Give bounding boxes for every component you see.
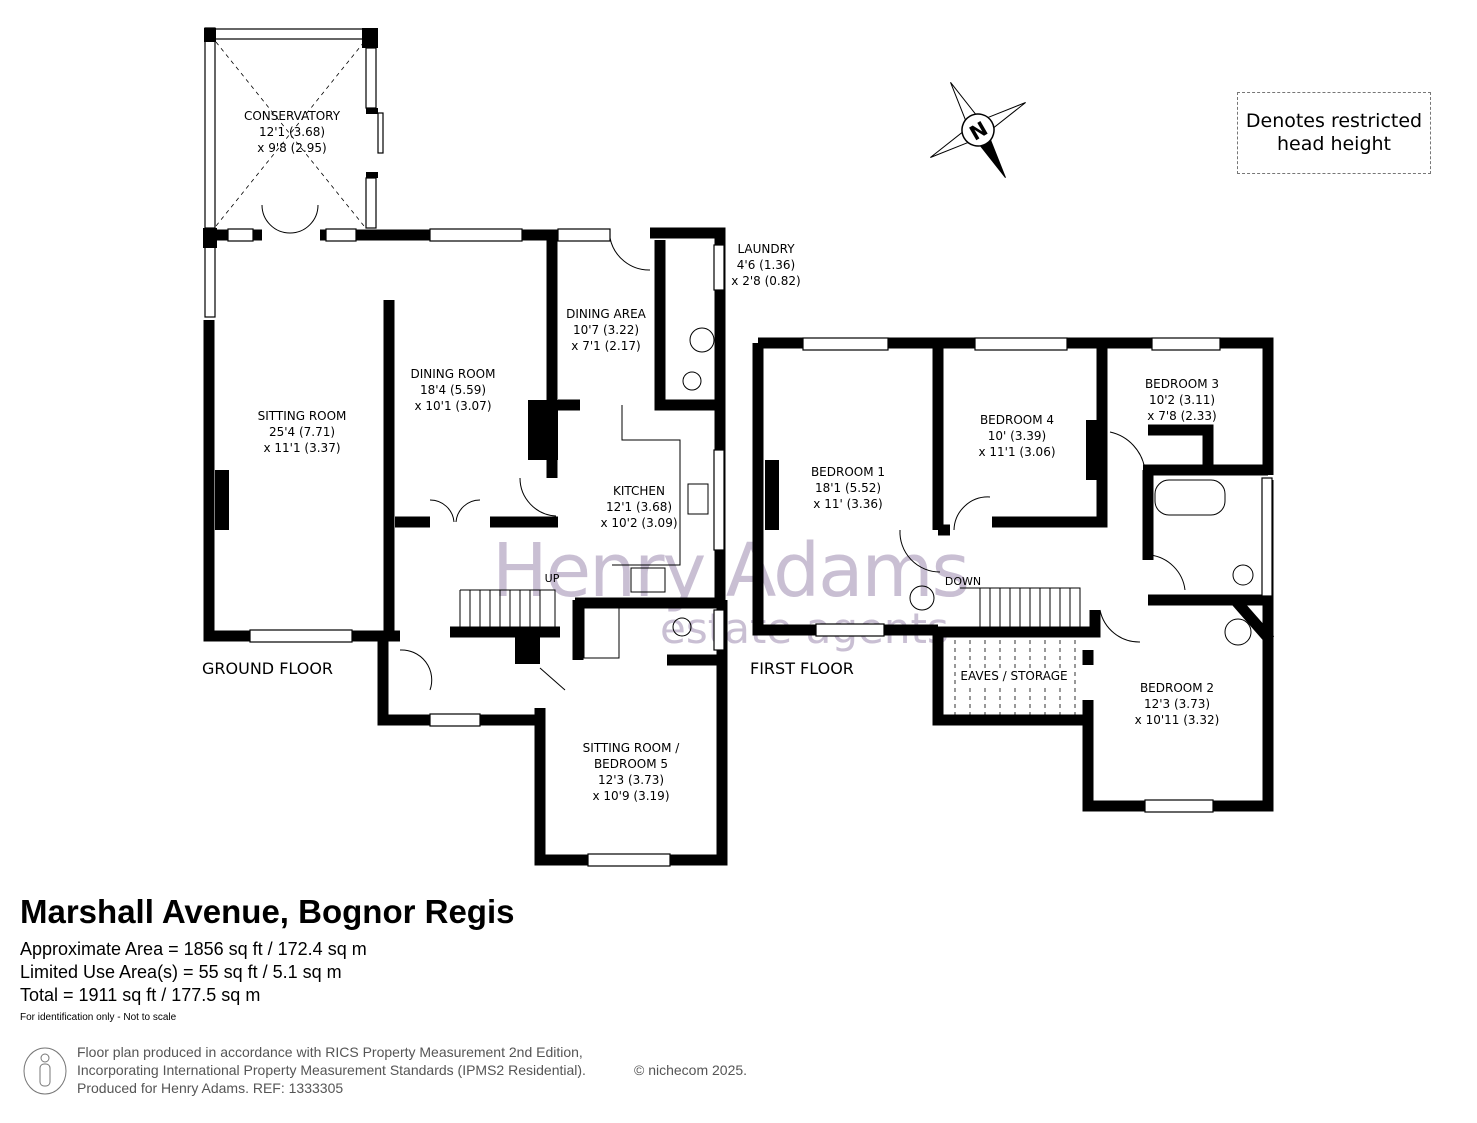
room-bedroom-3: BEDROOM 3 10'2 (3.11) x 7'8 (2.33) xyxy=(1145,376,1219,424)
approximate-area: Approximate Area = 1856 sq ft / 172.4 sq… xyxy=(20,939,367,959)
room-dim: 12'3 (3.73) xyxy=(1143,697,1211,711)
room-dim: 18'4 (5.59) xyxy=(419,383,487,397)
room-dim: 4'6 (1.36) xyxy=(736,258,796,272)
legend-line: Denotes restricted xyxy=(1245,110,1423,132)
room-sitting-room-bedroom-5: SITTING ROOM / BEDROOM 5 12'3 (3.73) x 10'9… xyxy=(583,740,680,804)
room-dim: x 7'8 (2.33) xyxy=(1147,409,1217,423)
room-dim: x 11'1 (3.06) xyxy=(978,445,1056,459)
room-name: BEDROOM 5 xyxy=(593,757,669,771)
room-bedroom-4: BEDROOM 4 10' (3.39) x 11'1 (3.06) xyxy=(978,412,1055,460)
limited-use-area: Limited Use Area(s) = 55 sq ft / 5.1 sq … xyxy=(20,962,342,982)
room-laundry: LAUNDRY 4'6 (1.36) x 2'8 (0.82) xyxy=(731,241,800,289)
first-floor-label: FIRST FLOOR xyxy=(750,659,854,678)
ground-floor-walls xyxy=(203,27,728,867)
room-name: DINING AREA xyxy=(566,307,646,321)
stairs-down-label: DOWN xyxy=(944,575,982,588)
room-name: BEDROOM 2 xyxy=(1139,681,1215,695)
room-dim: x 10'9 (3.19) xyxy=(592,789,670,803)
property-title: Marshall Avenue, Bognor Regis xyxy=(20,893,515,930)
room-dim: 25'4 (7.71) xyxy=(268,425,336,439)
room-dim: x 2'8 (0.82) xyxy=(731,274,801,288)
watermark-brand: Henry Adams xyxy=(492,528,970,614)
stairs-up-label: UP xyxy=(544,572,560,585)
room-bedroom-1: BEDROOM 1 18'1 (5.52) x 11' (3.36) xyxy=(811,464,885,512)
footer-copyright: © nichecom 2025. xyxy=(634,1062,748,1078)
legend-line: head height xyxy=(1276,133,1392,155)
room-name: SITTING ROOM / xyxy=(582,741,680,755)
total-area: Total = 1911 sq ft / 177.5 sq m xyxy=(20,985,261,1005)
room-dim: 12'1 (3.68) xyxy=(605,500,673,514)
room-dim: x 10'2 (3.09) xyxy=(600,516,678,530)
ground-floor-label: GROUND FLOOR xyxy=(202,659,334,678)
room-dim: 10'2 (3.11) xyxy=(1148,393,1216,407)
room-name: BEDROOM 1 xyxy=(810,465,886,479)
room-eaves-storage: EAVES / STORAGE xyxy=(960,668,1068,684)
room-dining-room: DINING ROOM 18'4 (5.59) x 10'1 (3.07) xyxy=(411,366,496,414)
room-bedroom-2: BEDROOM 2 12'3 (3.73) x 10'11 (3.32) xyxy=(1135,680,1220,728)
room-name: SITTING ROOM xyxy=(257,409,347,423)
room-name: BEDROOM 3 xyxy=(1144,377,1220,391)
room-dim: x 10'11 (3.32) xyxy=(1134,713,1220,727)
footer-line-1: Floor plan produced in accordance with R… xyxy=(77,1044,583,1060)
room-dim: x 10'1 (3.07) xyxy=(414,399,492,413)
room-dim: 10' (3.39) xyxy=(987,429,1047,443)
room-name: DINING ROOM xyxy=(410,367,496,381)
scale-note: For identification only - Not to scale xyxy=(20,1012,177,1023)
room-dim: 18'1 (5.52) xyxy=(814,481,882,495)
room-dim: x 9'8 (2.95) xyxy=(257,141,327,155)
room-dim: 12'3 (3.73) xyxy=(597,773,665,787)
room-dim: 12'1 (3.68) xyxy=(258,125,326,139)
room-dining-area: DINING AREA 10'7 (3.22) x 7'1 (2.17) xyxy=(566,306,646,354)
room-kitchen: KITCHEN 12'1 (3.68) x 10'2 (3.09) xyxy=(600,483,677,531)
room-dim: x 11' (3.36) xyxy=(813,497,883,511)
footer-line-3: Produced for Henry Adams. REF: 1333305 xyxy=(77,1080,344,1096)
footer-line-2: Incorporating International Property Mea… xyxy=(77,1062,586,1078)
room-name: BEDROOM 4 xyxy=(979,413,1055,427)
room-conservatory: CONSERVATORY 12'1 (3.68) x 9'8 (2.95) xyxy=(244,108,340,156)
room-dim: x 7'1 (2.17) xyxy=(571,339,641,353)
room-name: LAUNDRY xyxy=(737,242,795,256)
room-name: KITCHEN xyxy=(612,484,665,498)
room-dim: x 11'1 (3.37) xyxy=(263,441,341,455)
room-dim: 10'7 (3.22) xyxy=(572,323,640,337)
room-name: CONSERVATORY xyxy=(243,109,341,123)
first-floor-walls xyxy=(752,337,1275,813)
ipms-person-icon xyxy=(23,1047,67,1095)
north-compass-icon xyxy=(930,82,1026,178)
room-sitting-room: SITTING ROOM 25'4 (7.71) x 11'1 (3.37) xyxy=(258,408,347,456)
